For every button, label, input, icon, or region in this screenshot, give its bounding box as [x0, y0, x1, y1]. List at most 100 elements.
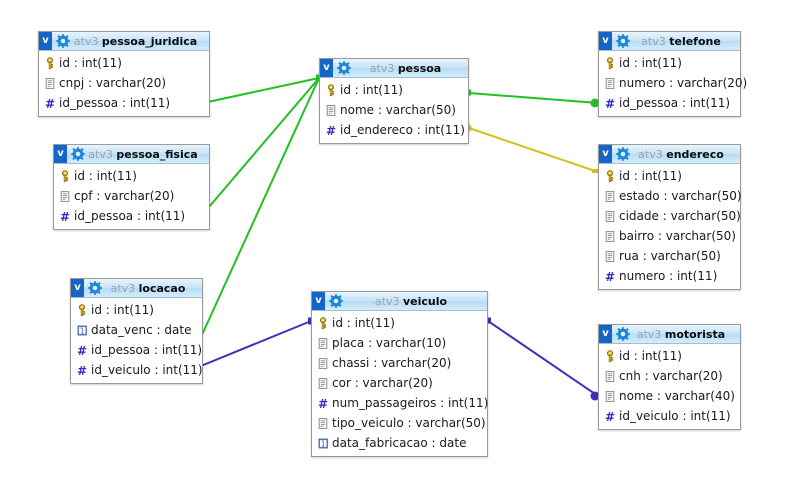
column-row[interactable]: id : int(11): [71, 300, 202, 320]
column-row[interactable]: numero : varchar(20): [599, 73, 747, 93]
text-field-icon: [605, 230, 615, 242]
column-list-endereco: id : int(11)estado : varchar(50) cidade :…: [599, 164, 742, 289]
column-row[interactable]: cor : varchar(20): [312, 373, 487, 393]
table-header-telefone[interactable]: v atv3 telefone: [599, 32, 740, 51]
svg-text:1: 1: [321, 439, 326, 448]
rel-telefone-pessoa: [466, 89, 600, 108]
column-row[interactable]: cnh : varchar(20): [599, 366, 740, 386]
table-name: telefone: [669, 34, 721, 48]
rel-motorista-veiculo: [486, 317, 600, 401]
column-row[interactable]: nome : varchar(40): [599, 386, 740, 406]
column-row[interactable]: id : int(11): [312, 313, 487, 333]
column-row[interactable]: id : int(11): [599, 53, 740, 73]
column-row[interactable]: estado : varchar(50): [599, 186, 742, 206]
column-list-motorista: id : int(11)cnh : varchar(20) nome : varc…: [599, 344, 740, 429]
number-field-icon: #: [77, 344, 87, 357]
column-label: cidade : varchar(50): [619, 208, 741, 223]
column-row[interactable]: #numero : int(11): [599, 266, 740, 286]
column-label: id : int(11): [91, 302, 154, 317]
column-row[interactable]: cnpj : varchar(20): [39, 73, 209, 93]
number-field-icon: #: [326, 124, 336, 137]
column-list-pessoa_juridica: id : int(11)cnpj : varchar(20) # id_pessoa…: [39, 51, 209, 116]
column-row[interactable]: #num_passageiros : int(11): [312, 393, 489, 413]
column-row[interactable]: rua : varchar(50): [599, 246, 740, 266]
column-row[interactable]: #id_pessoa : int(11): [71, 340, 202, 360]
column-row[interactable]: id : int(11): [320, 80, 468, 100]
svg-text:#: #: [326, 124, 336, 137]
column-row[interactable]: #id_veiculo : int(11): [71, 360, 203, 380]
number-field-icon: #: [45, 97, 55, 110]
table-name: veiculo: [402, 294, 448, 308]
text-field-icon: [45, 77, 55, 89]
svg-text:#: #: [605, 270, 615, 283]
column-row[interactable]: placa : varchar(10): [312, 333, 487, 353]
column-label: id_pessoa : int(11): [59, 95, 171, 110]
column-label: id_pessoa : int(11): [619, 95, 731, 110]
table-title-pessoa_fisica: atv3 pessoa_fisica: [85, 148, 203, 161]
column-label: num_passageiros : int(11): [332, 395, 489, 410]
table-telefone[interactable]: v atv3 telefone id : int(11)numero : varch…: [598, 31, 747, 117]
column-row[interactable]: tipo_veiculo : varchar(50): [312, 413, 487, 433]
table-name: locacao: [138, 281, 186, 295]
column-row[interactable]: #id_endereco : int(11): [320, 120, 468, 140]
column-row[interactable]: id : int(11): [599, 346, 740, 366]
number-field-icon: #: [60, 210, 70, 223]
primary-key-icon: [62, 169, 69, 182]
column-row[interactable]: id : int(11): [39, 53, 209, 73]
text-field-icon: [605, 250, 615, 262]
number-field-icon: #: [605, 97, 615, 110]
svg-text:#: #: [605, 97, 615, 110]
column-row[interactable]: #id_pessoa : int(11): [54, 206, 209, 226]
schema-name: atv3: [88, 147, 113, 161]
date-field-icon: 1: [318, 438, 328, 448]
v-badge-icon: v: [599, 145, 612, 163]
schema-name: atv3: [636, 327, 662, 341]
column-row[interactable]: nome : varchar(50): [320, 100, 468, 120]
text-field-icon: [605, 190, 615, 202]
column-row[interactable]: bairro : varchar(50): [599, 226, 740, 246]
column-row[interactable]: id : int(11): [54, 166, 209, 186]
number-field-icon: #: [77, 364, 87, 377]
column-label: nome : varchar(50): [340, 102, 456, 117]
schema-name: atv3: [641, 34, 666, 48]
column-row[interactable]: id : int(11): [599, 166, 740, 186]
schema-name: atv3: [110, 281, 136, 295]
column-label: nome : varchar(40): [619, 388, 735, 403]
primary-key-icon: [607, 56, 614, 69]
v-badge-icon: v: [599, 32, 612, 50]
v-badge-icon: v: [599, 325, 612, 343]
table-name: endereco: [666, 147, 724, 161]
table-name: motorista: [664, 327, 726, 341]
primary-key-icon: [79, 303, 86, 316]
column-row[interactable]: # id_pessoa : int(11): [599, 93, 740, 113]
table-title-pessoa: atv3 pessoa: [351, 62, 462, 75]
rel-pessoa-endereco: [462, 123, 599, 173]
column-row[interactable]: # id_pessoa : int(11): [39, 93, 209, 113]
column-label: id : int(11): [340, 82, 403, 97]
table-header-motorista[interactable]: v atv3 motorista: [599, 325, 740, 344]
svg-text:#: #: [60, 210, 70, 223]
column-row[interactable]: cidade : varchar(50): [599, 206, 741, 226]
column-row[interactable]: chassi : varchar(20): [312, 353, 487, 373]
column-row[interactable]: #id_veiculo : int(11): [599, 406, 740, 426]
table-motorista[interactable]: v atv3 motorista id : int(11)cnh : varchar…: [598, 324, 741, 430]
table-title-pessoa_juridica: atv3 pessoa_juridica: [70, 35, 203, 48]
column-row[interactable]: cpf : varchar(20): [54, 186, 209, 206]
table-name: pessoa: [397, 61, 442, 75]
gear-icon: [71, 147, 85, 161]
